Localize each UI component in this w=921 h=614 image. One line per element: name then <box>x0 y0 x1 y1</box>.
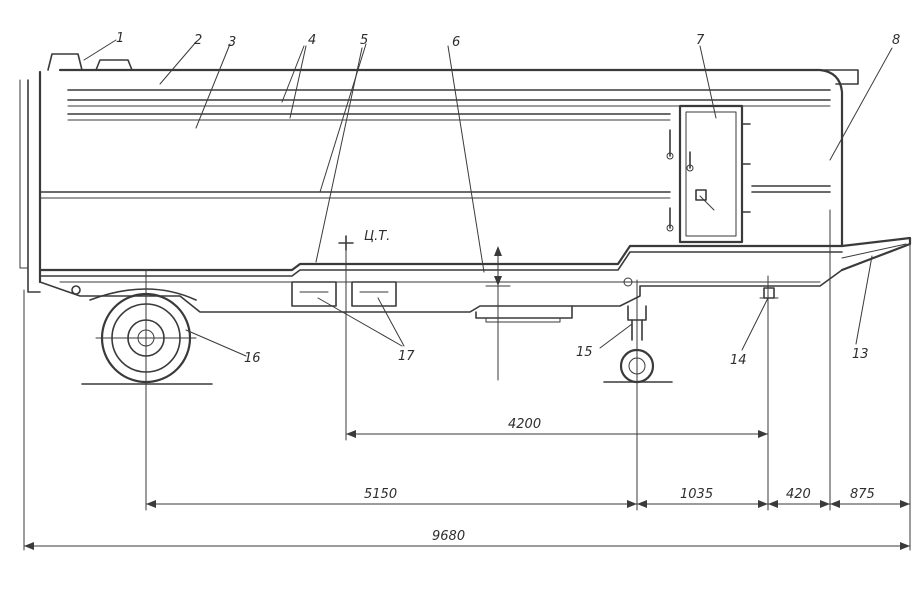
cg-cross <box>338 235 354 251</box>
handle-knob-1 <box>666 152 674 160</box>
main-wheel-assembly <box>81 288 213 385</box>
callout-6: 6 <box>452 35 460 50</box>
underbody-tank-lower <box>485 317 561 323</box>
rear-roof-overhang <box>819 69 859 85</box>
door-latch <box>699 195 715 211</box>
leader-4c <box>319 43 367 193</box>
leader-5 <box>315 47 363 263</box>
leader-16 <box>185 329 247 357</box>
leader-8 <box>829 47 893 161</box>
dimension-lines: 4200 5150 1035 420 875 9680 <box>23 417 911 550</box>
leader-7 <box>699 45 717 119</box>
door-lock <box>695 189 707 201</box>
leader-6 <box>447 45 485 273</box>
extension-lines <box>23 209 911 551</box>
wheel-fender <box>89 288 197 301</box>
support-leg <box>631 319 643 341</box>
handle-knob-2 <box>686 164 694 172</box>
underbody-tank <box>475 305 573 319</box>
equipment-box-1 <box>291 281 337 307</box>
callout-14: 14 <box>730 353 747 368</box>
callout-4: 4 <box>308 33 316 48</box>
support-wheel-assembly <box>603 277 673 384</box>
top-handle-right <box>95 59 133 71</box>
top-handle-left <box>47 53 83 71</box>
dim-9680: 9680 <box>432 529 465 544</box>
callout-leaders <box>83 39 893 357</box>
trailer-body <box>19 53 912 323</box>
dim-1035: 1035 <box>680 487 713 502</box>
leader-4b <box>289 45 307 119</box>
dim-875: 875 <box>850 487 875 502</box>
leader-15 <box>599 323 633 349</box>
callout-5: 5 <box>360 33 368 48</box>
center-of-gravity-marker: Ц.Т. <box>338 229 511 441</box>
dim-4200: 4200 <box>508 417 541 432</box>
front-step <box>19 79 29 269</box>
leader-4a <box>281 45 305 103</box>
callout-13: 13 <box>852 347 869 362</box>
leader-17a <box>317 297 403 347</box>
drawbar-inner <box>841 243 907 259</box>
leader-3 <box>195 43 231 129</box>
drawbar <box>840 236 912 272</box>
dim-420: 420 <box>786 487 811 502</box>
callout-3: 3 <box>228 35 236 50</box>
rear-door-inner <box>685 111 737 237</box>
equipment-box-2 <box>351 281 397 307</box>
handle-knob-3 <box>666 224 674 232</box>
cg-height-arrow-bottom <box>494 276 502 286</box>
callout-16: 16 <box>244 351 261 366</box>
front-bumper <box>27 79 41 293</box>
body-top-outline <box>58 68 844 247</box>
rear-door <box>678 104 744 244</box>
frame-upper-line <box>38 244 844 272</box>
frame-lower-line <box>39 251 843 277</box>
leader-2 <box>159 41 197 85</box>
cg-height-arrow-top <box>494 246 502 256</box>
callout-7: 7 <box>696 33 705 48</box>
callout-8: 8 <box>892 33 900 48</box>
callout-17: 17 <box>398 349 415 364</box>
callout-15: 15 <box>576 345 593 360</box>
callout-numbers: 1 2 3 4 5 6 7 8 13 14 15 16 17 <box>116 31 900 368</box>
leader-17b <box>377 297 405 347</box>
chassis-bottom <box>39 269 843 313</box>
callout-2: 2 <box>194 33 202 48</box>
rear-bar <box>751 185 831 193</box>
rear-jack <box>759 287 779 299</box>
leader-1 <box>83 39 117 61</box>
callout-1: 1 <box>116 31 124 46</box>
dim-5150: 5150 <box>364 487 397 502</box>
leader-13 <box>855 255 873 345</box>
cg-label: Ц.Т. <box>364 229 390 244</box>
front-marker-light <box>71 285 81 295</box>
door-hinges <box>741 123 751 213</box>
support-pivot <box>623 277 633 287</box>
rear-jack-body <box>763 287 775 299</box>
leader-14 <box>741 297 769 351</box>
